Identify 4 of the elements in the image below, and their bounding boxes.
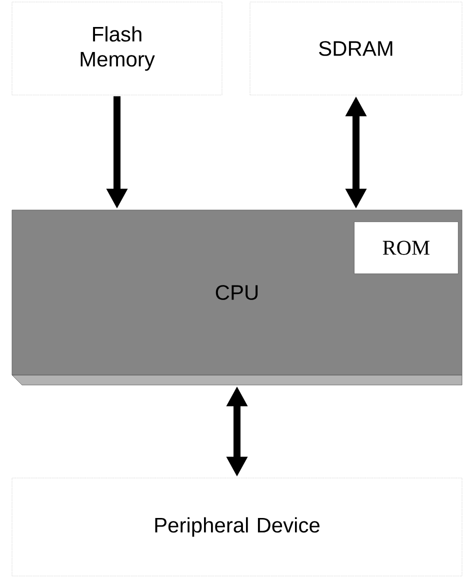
component-box: Peripheral Device bbox=[12, 478, 462, 576]
rom-box: ROM bbox=[354, 222, 458, 274]
component-box: SDRAM bbox=[250, 2, 462, 96]
component-box: Flash Memory bbox=[12, 2, 222, 96]
